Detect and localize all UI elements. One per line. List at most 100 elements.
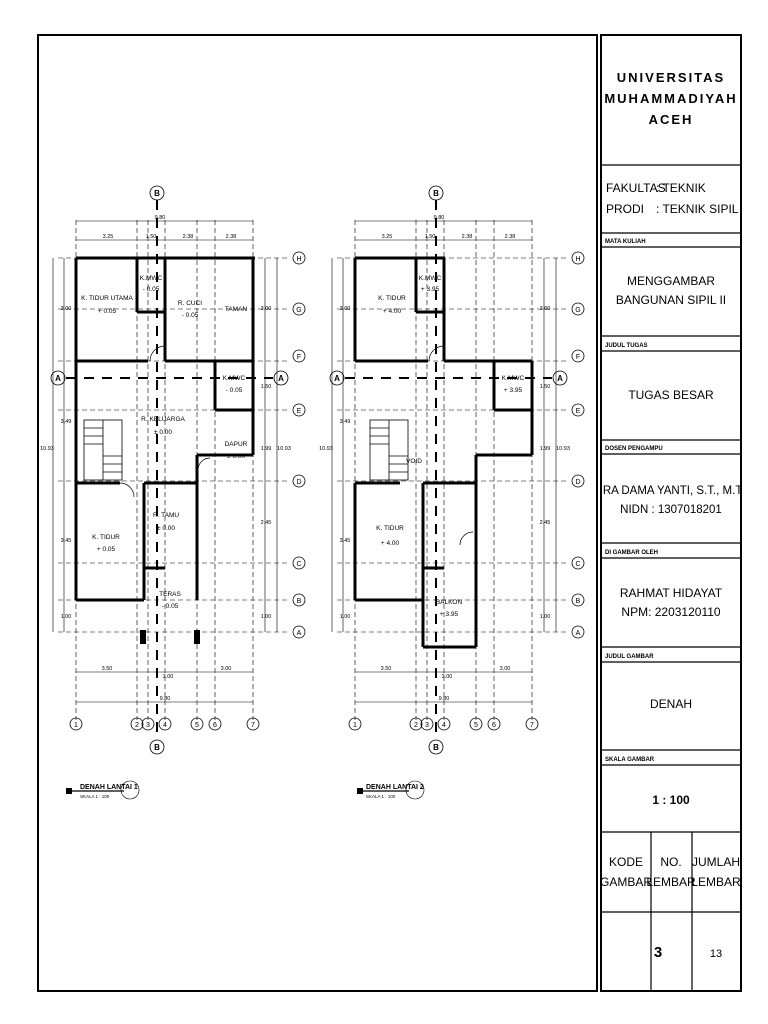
- dim-left: 3.49: [340, 419, 351, 425]
- row-grid-markers: [292, 251, 306, 639]
- walls: [353, 256, 534, 649]
- dim-left: 1.00: [340, 614, 351, 620]
- dim-right-total: 10.93: [556, 446, 570, 452]
- grid-row-label: C: [575, 561, 580, 568]
- grid-col-label: 1: [353, 722, 357, 729]
- room-level: + 4.00: [381, 540, 400, 547]
- room-name: K. TIDUR: [376, 525, 404, 532]
- prodi-label: PRODI: [606, 202, 644, 216]
- dim-left: 1.00: [61, 614, 72, 620]
- dim-top: 3.25: [103, 234, 114, 240]
- dim-left-total: 10.93: [40, 446, 54, 452]
- dim-top: 2.38: [505, 234, 516, 240]
- room-level: - 0.05: [162, 603, 179, 610]
- kode-gambar-line-1: KODE: [609, 855, 643, 869]
- dim-right: 1.50: [261, 384, 272, 390]
- mata-kuliah-label: MATA KULIAH: [605, 239, 646, 245]
- section-label: A: [55, 374, 61, 383]
- grid-col-label: 6: [492, 722, 496, 729]
- room-level: + 4.00: [383, 308, 402, 315]
- grid-lines: [337, 220, 569, 720]
- room-labels: K. TIDUR + 4.00 K.MWC + 3.95 K.MWC + 3.9…: [376, 275, 524, 618]
- dim-top: 2.38: [226, 234, 237, 240]
- dosen-name: IRA DAMA YANTI, S.T., M.T: [600, 485, 743, 497]
- grid-col-label: 1: [74, 722, 78, 729]
- dim-right: 1.00: [261, 614, 272, 620]
- grid-row-label: E: [297, 408, 302, 415]
- room-level: + 0.05: [97, 546, 116, 553]
- dimension-lines: [331, 220, 557, 703]
- dosen-label: DOSEN PENGAMPU: [605, 446, 663, 452]
- dimension-labels: 9.80 3.25 1.50 2.38 2.38 3.50 3.00 3.00 …: [319, 215, 570, 702]
- grid-row-label: F: [297, 354, 301, 361]
- grid-row-label: C: [296, 561, 301, 568]
- dim-top-total: 9.80: [155, 215, 166, 221]
- dim-top: 2.38: [462, 234, 473, 240]
- floor-plan-1: K. TIDUR UTAMA + 0.05 K.MWC - 0.05 R. CU…: [40, 185, 306, 800]
- dim-right: 2.45: [540, 520, 551, 526]
- grid-row-label: G: [575, 307, 580, 314]
- section-cut-line: [66, 200, 273, 740]
- dim-bottom: 3.00: [221, 666, 232, 672]
- floor-plan-2: K. TIDUR + 4.00 K.MWC + 3.95 K.MWC + 3.9…: [319, 185, 585, 800]
- column: [140, 630, 146, 644]
- room-name: K. TIDUR UTAMA: [81, 295, 133, 302]
- dim-right: 1.50: [540, 384, 551, 390]
- room-level: ± 0.00: [154, 429, 172, 436]
- grid-row-label: A: [297, 630, 302, 637]
- dim-left: 3.45: [340, 538, 351, 544]
- section-label: B: [154, 743, 160, 752]
- judul-gambar: DENAH: [650, 697, 692, 711]
- no-lembar-value: 3: [654, 944, 662, 961]
- judul-tugas: TUGAS BESAR: [628, 388, 714, 402]
- dim-left: 3.45: [61, 538, 72, 544]
- room-name: TAMAN: [225, 306, 248, 313]
- jumlah-lembar-line-1: JUMLAH: [692, 855, 740, 869]
- dim-left: 3.00: [61, 306, 72, 312]
- judul-gambar-label: JUDUL GAMBAR: [605, 654, 654, 660]
- no-lembar-line-2: LEMBAR: [646, 875, 696, 889]
- skala-label: SKALA GAMBAR: [605, 757, 655, 763]
- judul-tugas-label: JUDUL TUGAS: [605, 343, 648, 349]
- dim-right-total: 10.93: [277, 446, 291, 452]
- section-markers: [50, 185, 289, 755]
- dosen-nidn: NIDN : 1307018201: [620, 504, 722, 516]
- grid-row-label: D: [296, 479, 301, 486]
- room-level: - 0.05: [143, 286, 160, 293]
- grid-row-label: H: [296, 256, 301, 263]
- dim-bottom: 3.00: [500, 666, 511, 672]
- dim-top: 1.50: [146, 234, 157, 240]
- plan-title: DENAH LANTAI 1: [80, 784, 138, 791]
- dim-right: 1.99: [261, 446, 272, 452]
- kode-gambar-line-2: GAMBAR: [600, 875, 652, 889]
- section-label: B: [433, 189, 439, 198]
- grid-row-label: B: [576, 598, 581, 605]
- fakultas-value: : TEKNIK: [656, 181, 706, 195]
- dim-right: 1.00: [540, 614, 551, 620]
- grid-row-label: B: [297, 598, 302, 605]
- fakultas-label: FAKULTAS: [606, 181, 666, 195]
- room-level: + 3.95: [440, 611, 459, 618]
- dim-right: 2.45: [261, 520, 272, 526]
- title-block-dividers: [601, 164, 741, 991]
- plan-1-title: DENAH LANTAI 1 SKALA 1 : 100: [66, 780, 140, 800]
- grid-row-label: G: [296, 307, 301, 314]
- dim-left: 3.00: [340, 306, 351, 312]
- dim-bottom: 3.50: [102, 666, 113, 672]
- room-level: ± 0.00: [157, 525, 175, 532]
- university-line-3: ACEH: [649, 112, 694, 127]
- grid-col-label: 2: [135, 722, 139, 729]
- section-label: A: [557, 374, 563, 383]
- dim-bottom: 3.00: [163, 674, 174, 680]
- door-swings: [119, 345, 211, 498]
- room-level: + 3.95: [504, 387, 523, 394]
- column-grid-markers: [348, 717, 539, 731]
- title-block: UNIVERSITAS MUHAMMADIYAH ACEH FAKULTAS :…: [600, 70, 743, 961]
- dim-right: 1.99: [540, 446, 551, 452]
- dim-right: 3.00: [540, 306, 551, 312]
- mata-kuliah-line-1: MENGGAMBAR: [627, 274, 715, 288]
- room-name: R. CUCI: [178, 300, 202, 307]
- room-name: K. TIDUR: [378, 295, 406, 302]
- room-name: DAPUR: [225, 441, 248, 448]
